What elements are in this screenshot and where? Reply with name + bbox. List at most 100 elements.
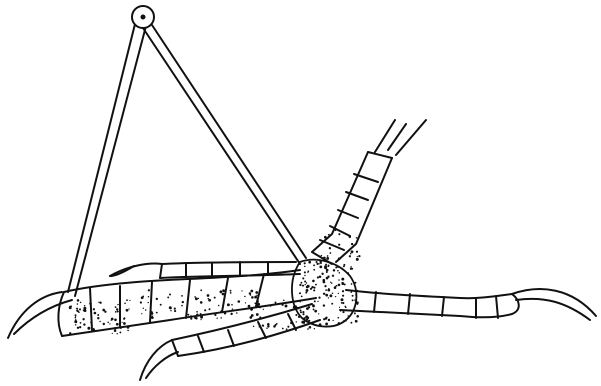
stipple-dot	[354, 312, 356, 314]
stipple-dot	[323, 318, 325, 320]
stipple-dot	[90, 321, 92, 323]
stipple-dot	[194, 296, 196, 298]
stipple-dot	[282, 328, 284, 330]
stipple-dot	[319, 276, 322, 279]
stipple-dot	[324, 265, 327, 268]
stipple-dot	[354, 282, 356, 284]
stipple-dot	[339, 272, 341, 274]
stipple-dot	[283, 300, 285, 302]
stipple-dot	[97, 317, 99, 319]
stipple-dot	[263, 309, 264, 310]
stipple-dot	[141, 296, 144, 299]
stipple-dot	[200, 289, 202, 291]
stipple-dot	[342, 311, 344, 313]
stipple-dot	[304, 281, 306, 283]
stipple-dot	[204, 309, 206, 311]
stipple-dot	[255, 303, 257, 305]
stipple-dot	[313, 289, 315, 291]
stipple-dot	[230, 290, 232, 292]
stipple-dot	[343, 264, 345, 266]
stipple-dot	[313, 287, 315, 289]
stipple-dot	[119, 331, 121, 333]
stipple-dot	[114, 330, 117, 333]
stipple-dot	[312, 304, 315, 307]
stipple-dot	[301, 296, 303, 298]
stipple-dot	[335, 230, 337, 232]
stipple-dot	[347, 315, 348, 316]
stipple-dot	[338, 244, 340, 246]
stipple-dot	[230, 313, 232, 315]
stipple-dot	[259, 326, 261, 328]
stipple-dot	[187, 314, 189, 316]
stipple-dot	[77, 303, 79, 305]
stipple-dot	[304, 271, 306, 273]
stipple-dot	[358, 255, 360, 257]
stipple-dot	[350, 266, 351, 267]
stipple-dot	[335, 296, 336, 297]
stipple-dot	[251, 309, 252, 310]
stipple-dot	[121, 322, 122, 323]
stipple-dot	[83, 323, 85, 325]
stipple-dot	[127, 326, 130, 329]
stipple-dot	[330, 282, 331, 283]
stipple-dot	[79, 308, 81, 310]
stipple-dot	[351, 250, 354, 253]
stipple-dot	[99, 321, 100, 322]
stipple-dot	[148, 289, 150, 291]
stipple-dot	[328, 234, 330, 236]
stipple-dot	[312, 286, 313, 287]
stipple-dot	[97, 314, 99, 316]
stipple-dot	[307, 317, 309, 319]
stipple-dot	[256, 301, 259, 304]
stipple-dot	[94, 312, 97, 315]
stipple-dot	[290, 301, 292, 303]
stipple-dot	[217, 318, 218, 319]
stipple-dot	[248, 305, 251, 308]
stipple-dot	[337, 317, 339, 319]
stipple-dot	[298, 316, 300, 318]
stipple-dot	[141, 313, 142, 314]
stipple-dot	[254, 296, 257, 299]
stipple-dot	[312, 280, 315, 283]
stipple-dot	[128, 308, 129, 309]
stipple-dot	[313, 264, 315, 266]
stipple-dot	[102, 309, 105, 312]
stipple-dot	[74, 320, 77, 323]
stipple-dot	[318, 296, 320, 298]
stipple-dot	[75, 324, 76, 325]
stipple-dot	[323, 293, 325, 295]
stipple-dot	[195, 297, 198, 300]
stipple-dot	[126, 299, 128, 301]
stipple-dot	[328, 289, 330, 291]
stipple-dot	[160, 304, 162, 306]
stipple-dot	[116, 308, 118, 310]
stipple-dot	[200, 319, 201, 320]
stipple-dot	[200, 313, 202, 315]
stipple-dot	[356, 251, 358, 253]
stipple-dot	[325, 323, 328, 326]
stipple-dot	[341, 278, 344, 281]
stipple-dot	[174, 310, 176, 312]
stipple-dot	[305, 284, 306, 285]
stipple-dot	[167, 296, 169, 298]
stipple-dot	[324, 236, 327, 239]
stipple-dot	[285, 305, 288, 308]
stipple-dot	[304, 275, 305, 276]
stipple-dot	[78, 311, 80, 313]
stipple-dot	[323, 257, 326, 260]
stipple-dot	[306, 289, 309, 292]
stipple-dot	[148, 296, 149, 297]
stipple-dot	[337, 270, 339, 272]
stipple-dot	[114, 327, 117, 330]
stipple-dot	[76, 310, 78, 312]
stipple-dot	[326, 317, 327, 318]
stipple-dot	[306, 282, 307, 283]
stipple-dot	[267, 325, 269, 327]
stipple-dot	[321, 255, 322, 256]
stipple-dot	[302, 311, 304, 313]
stipple-dot	[222, 293, 225, 296]
stipple-dot	[350, 322, 352, 324]
stipple-dot	[350, 253, 351, 254]
stipple-dot	[319, 323, 322, 326]
